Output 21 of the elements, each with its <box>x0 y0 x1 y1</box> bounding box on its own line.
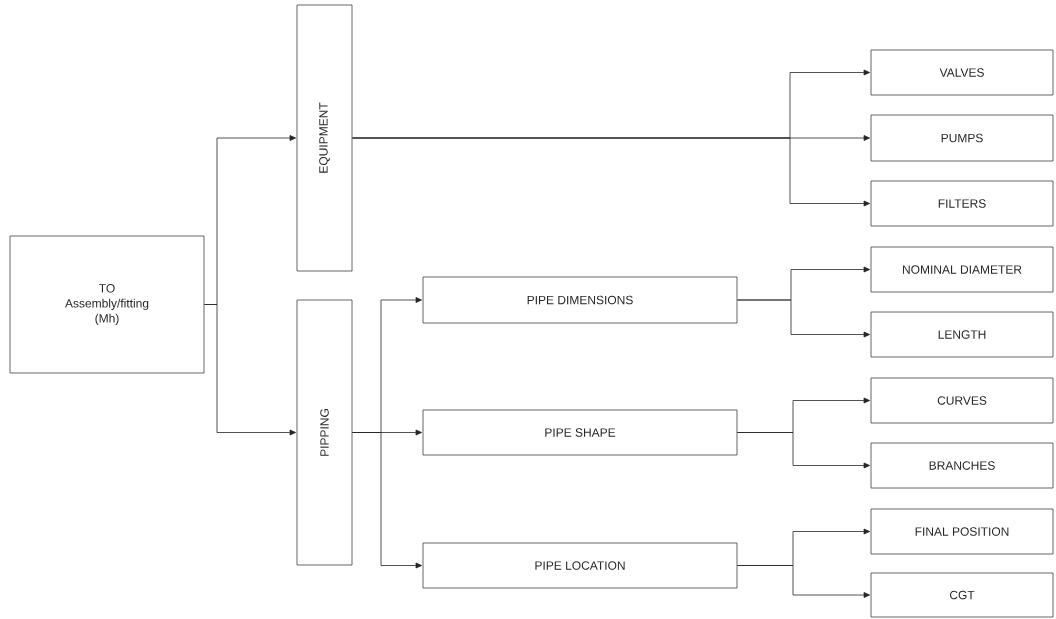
process-box: PIPE DIMENSIONS <box>422 276 738 324</box>
process-box: PIPE LOCATION <box>422 542 738 589</box>
process-box: FINAL POSITION <box>870 508 1054 555</box>
process-box: CGT <box>870 572 1054 618</box>
process-box: BRANCHES <box>870 442 1054 489</box>
arrow <box>737 299 870 338</box>
arrow <box>352 432 422 569</box>
process-box: PUMPS <box>870 114 1054 162</box>
process-box: PIPPING <box>296 299 353 566</box>
process-box: CURVES <box>870 377 1054 424</box>
arrow <box>737 432 870 469</box>
arrow <box>204 304 296 436</box>
process-box: TO Assembly/fitting (Mh) <box>9 235 205 374</box>
process-box: EQUIPMENT <box>296 4 353 272</box>
process-box: NOMINAL DIAMETER <box>870 246 1054 293</box>
process-box: FILTERS <box>870 180 1054 227</box>
arrow <box>352 137 870 207</box>
process-box: VALVES <box>870 49 1054 96</box>
process-box: LENGTH <box>870 311 1054 358</box>
arrow <box>737 565 870 598</box>
process-box: PIPE SHAPE <box>422 409 738 456</box>
